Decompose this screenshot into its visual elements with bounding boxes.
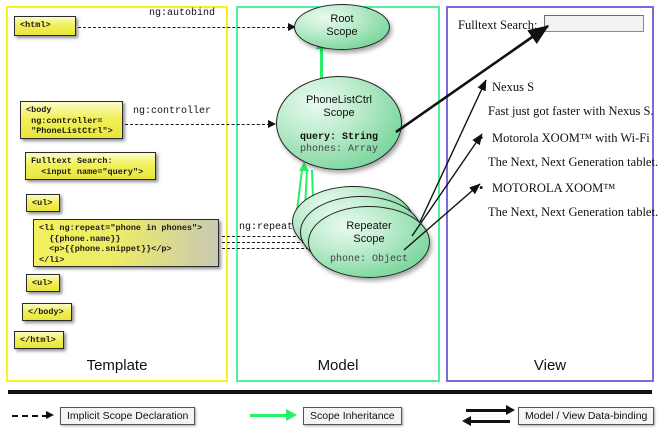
connector-line-ng-autobind xyxy=(78,27,290,28)
legend-arrowhead-data-binding-top xyxy=(506,405,515,415)
connector-line-ng-repeat-2 xyxy=(222,242,310,243)
scope-root: Root Scope xyxy=(294,4,390,50)
scope-phonelistctrl-title-1: PhoneListCtrl xyxy=(305,94,373,106)
scope-repeater-title-2: Scope xyxy=(353,233,385,245)
scope-repeater-prop-phone: phone: Object xyxy=(329,254,408,265)
legend-label-scope-inheritance: Scope Inheritance xyxy=(303,407,402,425)
legend-arrow-implicit-scope-declaration xyxy=(12,415,48,417)
view-item-snippet-2: The Next, Next Generation tablet. xyxy=(488,205,659,219)
code-box-ul-close: <ul> xyxy=(26,274,60,292)
code-box-ul-open: <ul> xyxy=(26,194,60,212)
legend-arrow-data-binding-top xyxy=(466,409,508,412)
connector-label-ng-repeat: ng:repeat xyxy=(239,222,294,233)
view-search-label: Fulltext Search: xyxy=(458,18,538,32)
view-item-snippet-1: The Next, Next Generation tablet. xyxy=(488,155,659,169)
code-box-html-close: </html> xyxy=(14,331,64,349)
code-box-body-open: <body ng:controller= "PhoneListCtrl"> xyxy=(20,101,123,139)
scope-repeater-title-1: Repeater xyxy=(346,220,392,232)
inheritance-arrowhead-repeater xyxy=(299,162,309,171)
connector-label-ng-controller: ng:controller xyxy=(133,106,212,117)
panel-template-label: Template xyxy=(86,357,148,374)
legend-arrow-scope-inheritance xyxy=(250,414,288,417)
legend-label-model-view-data-binding: Model / View Data-binding xyxy=(518,407,655,425)
scope-phonelistctrl-title-2: Scope xyxy=(323,107,355,119)
code-box-body-close: </body> xyxy=(22,303,72,321)
connector-line-ng-repeat-3 xyxy=(222,248,314,249)
inheritance-line-root xyxy=(320,48,323,82)
panel-view-label: View xyxy=(533,357,567,374)
scope-phonelistctrl-prop-phones: phones: Array xyxy=(299,144,378,155)
legend-arrowhead-implicit-scope-declaration xyxy=(46,411,54,419)
legend-arrowhead-data-binding-bottom xyxy=(462,416,471,426)
view-item-name-0: Nexus S xyxy=(479,80,534,95)
legend-divider xyxy=(8,390,652,394)
view-item-name-1: Motorola XOOM™ with Wi-Fi xyxy=(479,131,650,146)
connector-arrowhead-ng-controller xyxy=(268,120,276,128)
scope-root-title-2: Scope xyxy=(326,26,358,38)
scope-phonelistctrl-prop-query: query: String xyxy=(299,132,378,143)
connector-line-ng-repeat-1 xyxy=(222,236,306,237)
scope-phonelistctrl: PhoneListCtrl Scope query: String phones… xyxy=(276,76,402,170)
scope-repeater: Repeater Scope phone: Object xyxy=(308,206,430,278)
view-item-snippet-0: Fast just got faster with Nexus S. xyxy=(488,104,654,118)
legend-label-implicit-scope-declaration: Implicit Scope Declaration xyxy=(60,407,196,425)
code-box-html-open: <html> xyxy=(14,16,76,36)
code-box-fulltext-search: Fulltext Search: <input name="query"> xyxy=(25,152,156,180)
scope-root-title-1: Root xyxy=(330,13,354,25)
view-item-name-2: MOTOROLA XOOM™ xyxy=(479,181,615,196)
view-search-input[interactable] xyxy=(544,15,644,32)
connector-arrowhead-ng-autobind xyxy=(288,23,296,31)
code-box-li-repeat: <li ng:repeat="phone in phones"> {{phone… xyxy=(33,219,219,267)
connector-label-ng-autobind: ng:autobind xyxy=(149,8,216,19)
legend-arrowhead-scope-inheritance xyxy=(286,409,297,421)
panel-model-label: Model xyxy=(317,357,359,374)
legend-arrow-data-binding-bottom xyxy=(468,420,510,423)
connector-line-ng-controller xyxy=(125,124,270,125)
